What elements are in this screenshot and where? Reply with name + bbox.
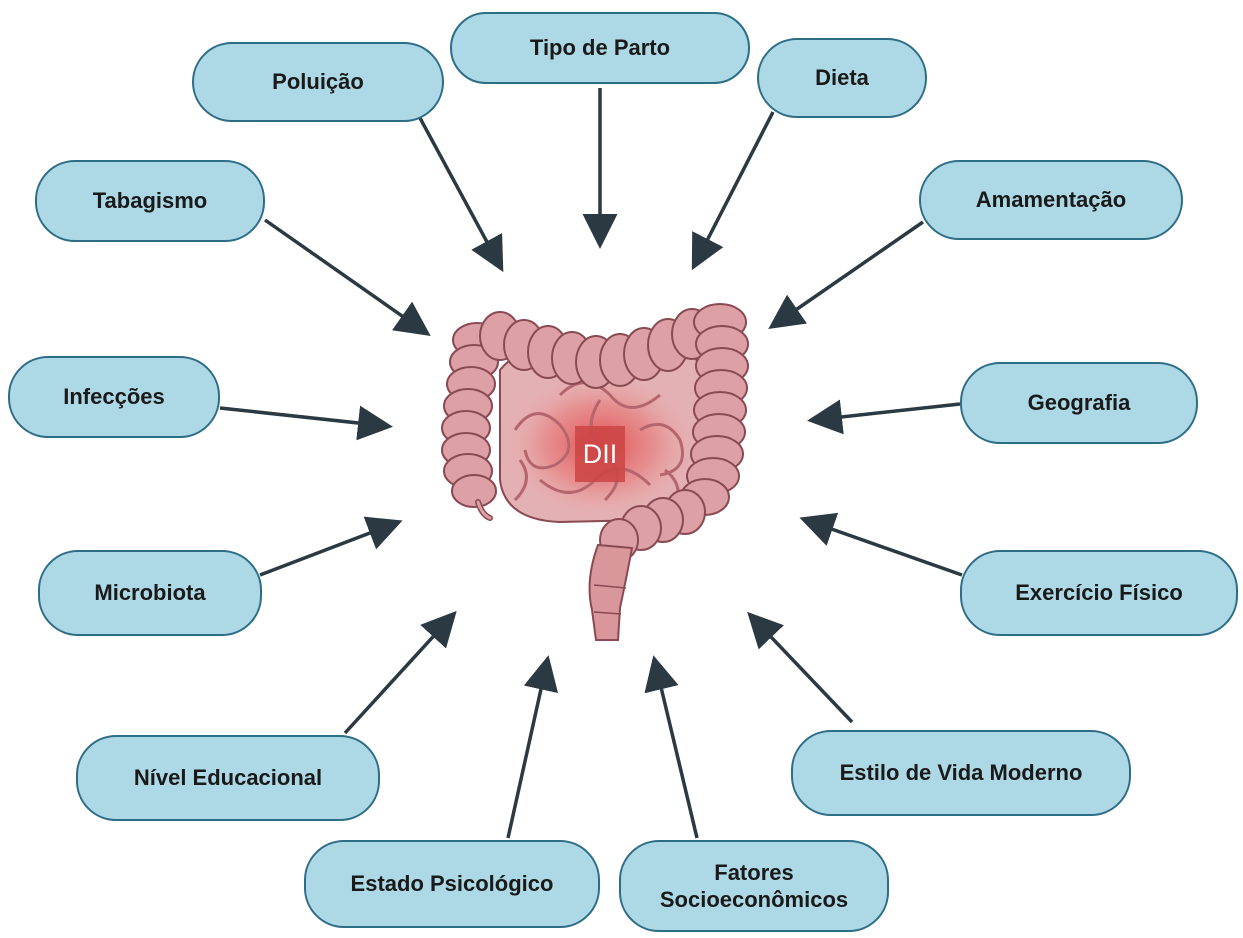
factor-box-infeccoes: Infecções — [8, 356, 220, 438]
arrow-fatores-socioeconomicos — [655, 662, 697, 838]
arrow-dieta — [695, 112, 773, 264]
factor-box-nivel-educacional: Nível Educacional — [76, 735, 380, 821]
arrow-geografia — [814, 404, 960, 420]
arrow-tabagismo — [265, 220, 425, 332]
factor-label-socioeconomicos: Socioeconômicos — [660, 886, 848, 914]
arrow-estado-psicologico — [508, 662, 547, 838]
arrow-microbiota — [260, 523, 396, 575]
arrow-nivel-educacional — [345, 616, 452, 733]
arrow-poluicao — [420, 118, 500, 266]
arrow-infeccoes — [220, 408, 386, 426]
factor-box-geografia: Geografia — [960, 362, 1198, 444]
factor-box-fatores-socioeconomicos: Fatores Socioeconômicos — [619, 840, 889, 932]
arrow-amamentacao — [774, 222, 923, 325]
factor-box-tipo-de-parto: Tipo de Parto — [450, 12, 750, 84]
center-label-dii: DII — [575, 426, 625, 482]
factor-box-amamentacao: Amamentação — [919, 160, 1183, 240]
factor-box-tabagismo: Tabagismo — [35, 160, 265, 242]
factor-box-exercicio-fisico: Exercício Físico — [960, 550, 1238, 636]
factor-box-microbiota: Microbiota — [38, 550, 262, 636]
factor-box-estilo-de-vida-moderno: Estilo de Vida Moderno — [791, 730, 1131, 816]
factor-box-dieta: Dieta — [757, 38, 927, 118]
arrow-exercicio-fisico — [806, 520, 962, 575]
factor-box-poluicao: Poluição — [192, 42, 444, 122]
factor-label-fatores: Fatores — [714, 859, 793, 887]
factor-box-estado-psicologico: Estado Psicológico — [304, 840, 600, 928]
arrow-estilo-de-vida — [752, 617, 852, 722]
